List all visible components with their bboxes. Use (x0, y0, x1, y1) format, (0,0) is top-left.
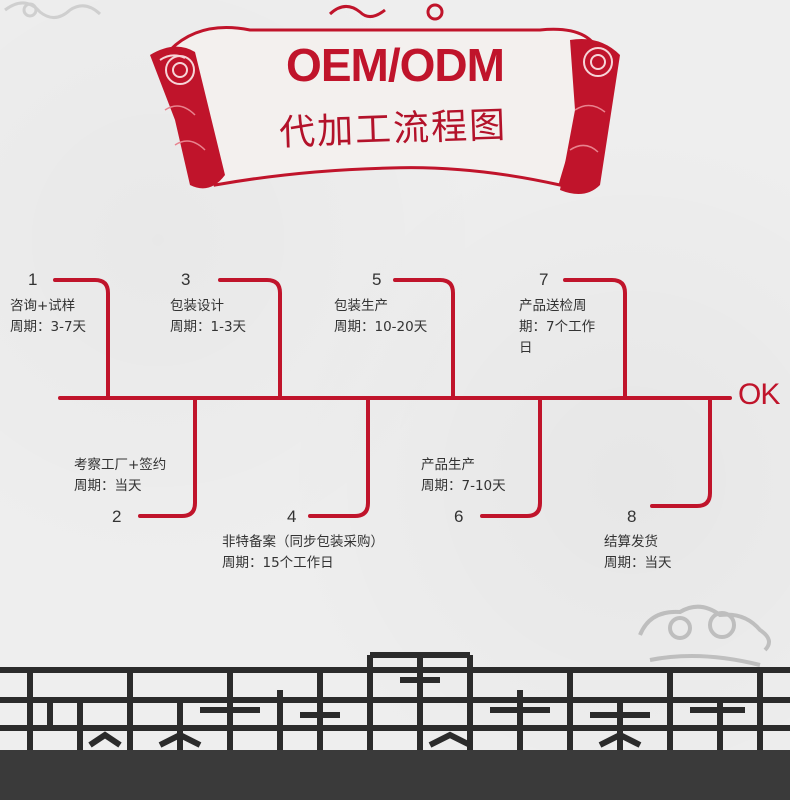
step-6-period: 周期：7-10天 (421, 476, 506, 497)
step-5-period: 周期：10-20天 (334, 317, 427, 338)
branch-4 (310, 398, 368, 516)
step-3-name: 包装设计 (170, 296, 246, 317)
step-8-name: 结算发货 (604, 532, 672, 553)
step-7-text: 产品送检周 期：7个工作 日 (519, 296, 595, 359)
step-5-number: 5 (372, 270, 381, 290)
title-sub: 代加工流程图 (247, 95, 539, 157)
step-2-name: 考察工厂+签约 (74, 455, 166, 476)
step-2-text: 考察工厂+签约 周期：当天 (74, 455, 166, 497)
branch-8 (652, 398, 710, 506)
step-5-text: 包装生产 周期：10-20天 (334, 296, 427, 338)
step-3-number: 3 (181, 270, 190, 290)
step-7-number: 7 (539, 270, 548, 290)
title-main: OEM/ODM (250, 38, 540, 92)
step-8-number: 8 (627, 507, 636, 527)
step-7-extra: 日 (519, 338, 595, 359)
step-6-text: 产品生产 周期：7-10天 (421, 455, 506, 497)
step-7-name: 产品送检周 (519, 296, 595, 317)
end-ok-label: OK (738, 378, 779, 412)
step-5-name: 包装生产 (334, 296, 427, 317)
step-3-text: 包装设计 周期：1-3天 (170, 296, 246, 338)
lattice-fence (0, 655, 790, 800)
cloud-bottom-right-icon (640, 607, 769, 665)
step-4-text: 非特备案（同步包装采购） 周期：15个工作日 (222, 532, 384, 574)
step-1-number: 1 (28, 270, 37, 290)
step-6-name: 产品生产 (421, 455, 506, 476)
step-7-period: 期：7个工作 (519, 317, 595, 338)
cloud-top-left-icon (5, 3, 100, 18)
step-2-period: 周期：当天 (74, 476, 166, 497)
step-4-name: 非特备案（同步包装采购） (222, 532, 384, 553)
step-1-name: 咨询+试样 (10, 296, 86, 317)
step-1-text: 咨询+试样 周期：3-7天 (10, 296, 86, 338)
step-8-text: 结算发货 周期：当天 (604, 532, 672, 574)
step-6-number: 6 (454, 507, 463, 527)
step-3-period: 周期：1-3天 (170, 317, 246, 338)
step-1-period: 周期：3-7天 (10, 317, 86, 338)
step-4-period: 周期：15个工作日 (222, 553, 384, 574)
step-8-period: 周期：当天 (604, 553, 672, 574)
step-4-number: 4 (287, 507, 296, 527)
step-2-number: 2 (112, 507, 121, 527)
